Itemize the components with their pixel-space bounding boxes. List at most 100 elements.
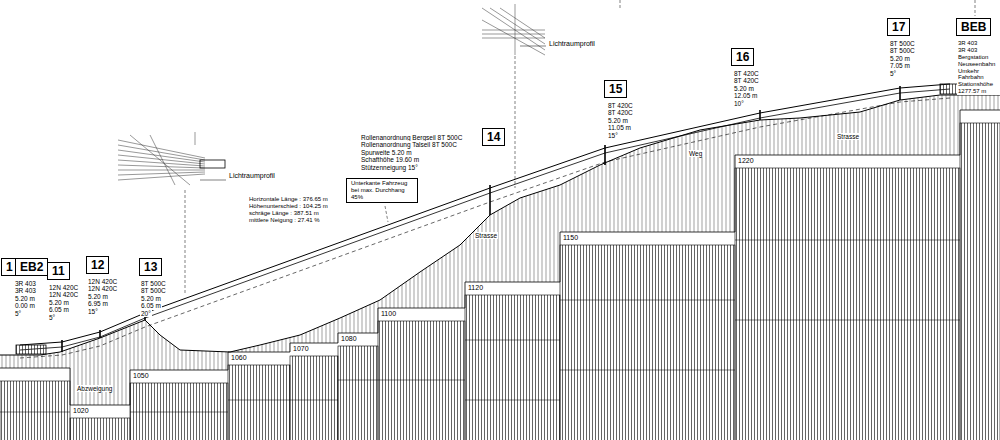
drawing-label: 5.20 m: [140, 295, 162, 302]
drawing-label: Lichtraumprofil: [548, 40, 596, 48]
station-symbols: [16, 84, 988, 354]
label-group: 1050: [132, 372, 172, 380]
drawing-label: 1050: [132, 372, 150, 380]
label-group: Lichtraumprofil: [228, 172, 298, 180]
drawing-label: 5.20 m: [733, 85, 755, 92]
drawing-label: 6.05 m: [140, 302, 162, 309]
support-number: BEB: [961, 20, 986, 34]
drawing-label: 8T 500C: [140, 280, 167, 287]
label-group: 3R 4033R 4035.20 m0.00 m5°: [14, 280, 47, 317]
label-group: 12N 420C12N 420C5.20 m6.05 m5°: [48, 284, 85, 321]
drawing-label: Weg: [688, 150, 703, 157]
tower-symbols: [62, 86, 900, 352]
drawing-label: Stützenneigung 15°: [360, 164, 419, 171]
drawing-label: 5.20 m: [889, 55, 911, 62]
label-group: Lichtraumprofil: [548, 40, 618, 48]
drawing-label: 1070: [292, 345, 310, 353]
drawing-label: 12N 420C: [87, 278, 118, 285]
label-group: 1020: [72, 407, 112, 415]
drawing-label: Spurweite 5.20 m: [360, 149, 413, 156]
drawing-label: 5.20 m: [48, 299, 70, 306]
drawing-label: 8T 420C: [733, 70, 760, 77]
drawing-label: 8T 420C: [733, 77, 760, 84]
drawing-label: 1120: [467, 284, 484, 292]
drawing-label: 8T 500C: [889, 47, 916, 54]
support-number: 14: [487, 130, 500, 144]
drawing-label: 3R 403: [957, 40, 978, 47]
drawing-label: 5°: [889, 70, 897, 77]
drawing-label: 12N 420C: [87, 285, 118, 292]
label-group: 1150: [562, 234, 602, 242]
drawing-label: 11.05 m: [607, 124, 632, 131]
drawing-label: 5°: [48, 314, 56, 321]
support-number-box: 15: [604, 80, 627, 98]
support-number: 15: [609, 82, 622, 96]
drawing-label: 3R 403: [957, 47, 978, 54]
label-group: Abzweigung: [76, 385, 136, 392]
cable-upper: [20, 84, 950, 345]
support-number-box: 16: [731, 48, 754, 66]
support-number-box: 12: [86, 256, 109, 274]
drawing-label: 7.05 m: [889, 62, 911, 69]
drawing-label: Rollenanordnung Bergseil 8T 500C: [360, 134, 463, 141]
support-number: 13: [144, 260, 157, 274]
support-number: 16: [736, 50, 749, 64]
drawing-label: schräge Länge : 387.51 m: [248, 210, 320, 217]
drawing-label: 8T 500C: [889, 40, 916, 47]
support-number-box: EB2: [15, 258, 48, 276]
label-group: 1070: [292, 345, 332, 353]
drawing-label: 3R 403: [14, 287, 37, 294]
label-group: Horizontale Länge : 376.65 mHöhenuntersc…: [248, 196, 360, 224]
note-box: Unterkante Fahrzeug bei max. Durchhang 4…: [346, 178, 418, 203]
drawing-label: Horizontale Länge : 376.65 m: [248, 196, 329, 203]
drawing-label: 5.20 m: [87, 293, 109, 300]
drawing-label: Schafthöhe 19.60 m: [360, 156, 420, 163]
drawing-label: 1150: [562, 234, 579, 242]
drawing-label: 5.20 m: [607, 117, 629, 124]
drawing-label: 15°: [607, 132, 619, 139]
drawing-label: Stationshöhe 1277.57 m: [957, 81, 1000, 95]
support-number: 1: [6, 260, 13, 274]
drawing-label: Strasse: [836, 133, 860, 140]
support-number-box: BEB: [956, 18, 991, 36]
data-table: [0, 123, 1000, 440]
drawing-label: 1080: [340, 335, 358, 343]
drawing-label: mittlere Neigung : 27.41 %: [248, 217, 321, 224]
cable-lower: [20, 89, 950, 350]
drawing-label: 6.95 m: [87, 300, 109, 307]
drawing-label: Lichtraumprofil: [228, 172, 276, 180]
support-number: 17: [892, 20, 905, 34]
drawing-label: Höhenunterschied : 104.25 m: [248, 203, 329, 210]
drawing-label: 8T 500C: [140, 287, 167, 294]
label-group: 1120: [467, 284, 507, 292]
drawing-label: Abzweigung: [76, 385, 113, 392]
table-rows: [0, 240, 960, 412]
support-number: EB2: [20, 260, 43, 274]
drawing-label: 1060: [230, 354, 248, 362]
drawing-label: 8T 420C: [607, 102, 634, 109]
drawing-label: 8T 420C: [607, 109, 634, 116]
label-group: 1100: [380, 310, 420, 318]
label-group: 1080: [340, 335, 376, 343]
support-number-box: 11: [47, 262, 70, 280]
note-text: Unterkante Fahrzeug bei max. Durchhang 4…: [351, 180, 413, 201]
label-group: Strasse: [474, 232, 524, 239]
support-number-box: 13: [139, 258, 162, 276]
drawing-label: 0.00 m: [14, 302, 36, 309]
drawing-label: 1100: [380, 310, 397, 318]
drawing-label: 20°: [140, 310, 152, 317]
drawing-label: 5°: [14, 310, 22, 317]
clearance-line: [20, 98, 950, 358]
label-group: Weg: [688, 150, 728, 157]
drawing-label: 1220: [737, 157, 755, 165]
drawing-label: 12N 420C: [48, 284, 79, 291]
label-group: 3R 4033R 403Bergstation NeuseenbahnUmkeh…: [957, 40, 998, 95]
label-group: 12N 420C12N 420C5.20 m6.95 m15°: [87, 278, 127, 315]
drawing-label: 10°: [733, 100, 745, 107]
drawing-label: 12N 420C: [48, 291, 79, 298]
label-group: 8T 420C8T 420C5.20 m11.05 m15°: [607, 102, 649, 139]
support-number: 11: [52, 264, 65, 278]
drawing-label: Bergstation Neuseenbahn: [957, 54, 1000, 68]
drawing-label: 6.05 m: [48, 306, 70, 313]
